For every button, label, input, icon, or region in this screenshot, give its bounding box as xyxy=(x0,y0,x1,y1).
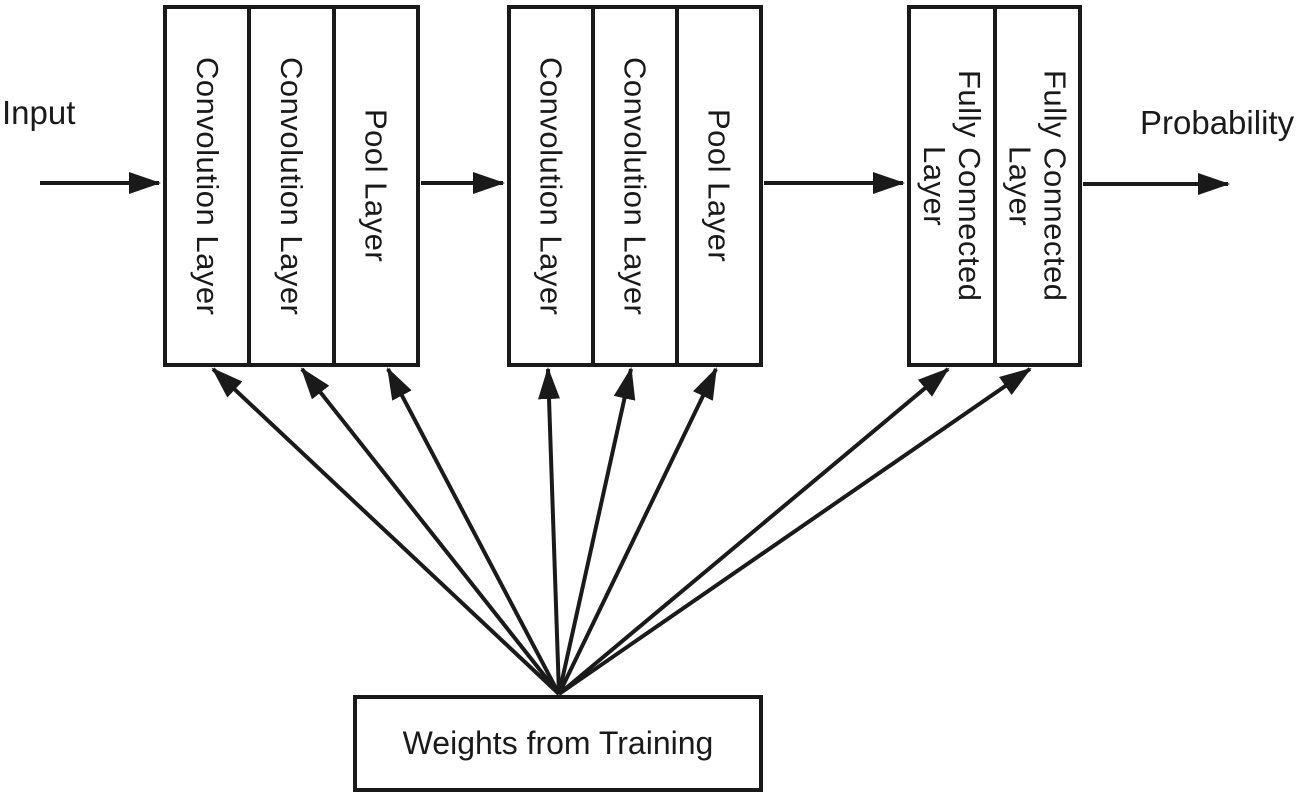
layer-label: Convolution Layer xyxy=(533,56,569,316)
layer-cell-convolution-3: Convolution Layer xyxy=(511,9,591,363)
weights-arrow-pool2 xyxy=(557,367,718,695)
layer-cell-pool-1: Pool Layer xyxy=(331,9,416,363)
fully-connected-block: Fully Connected Layer Fully Connected La… xyxy=(907,5,1082,367)
layer-cell-fully-connected-1: Fully Connected Layer xyxy=(911,9,993,363)
weights-from-training-box: Weights from Training xyxy=(353,695,763,792)
layer-cell-fully-connected-2: Fully Connected Layer xyxy=(992,9,1079,363)
layer-cell-convolution-2: Convolution Layer xyxy=(247,9,331,363)
conv-pool-block-2: Convolution Layer Convolution Layer Pool… xyxy=(507,5,763,367)
layer-cell-pool-2: Pool Layer xyxy=(675,9,759,363)
weights-arrow-conv1a xyxy=(211,367,561,696)
layer-label: Pool Layer xyxy=(358,109,394,263)
weights-arrow-fc1 xyxy=(557,367,950,696)
layer-label: Fully Connected Layer xyxy=(916,70,988,302)
layer-label: Pool Layer xyxy=(701,109,737,263)
layer-label: Convolution Layer xyxy=(189,56,225,316)
weights-arrow-fc2 xyxy=(557,367,1032,696)
weights-arrow-conv1b xyxy=(300,367,561,696)
layer-label: Convolution Layer xyxy=(617,56,653,316)
probability-label: Probability xyxy=(1140,104,1295,141)
layer-label: Fully Connected Layer xyxy=(1002,70,1073,302)
input-label: Input xyxy=(2,94,76,131)
layer-label: Convolution Layer xyxy=(274,56,310,316)
weights-arrow-conv2b xyxy=(557,367,636,695)
layer-cell-convolution-1: Convolution Layer xyxy=(167,9,247,363)
weights-arrow-pool1 xyxy=(386,367,561,695)
weights-box-label: Weights from Training xyxy=(402,725,714,761)
weights-arrow-conv2a xyxy=(538,367,561,695)
conv-pool-block-1: Convolution Layer Convolution Layer Pool… xyxy=(163,5,420,367)
layer-cell-convolution-4: Convolution Layer xyxy=(591,9,675,363)
